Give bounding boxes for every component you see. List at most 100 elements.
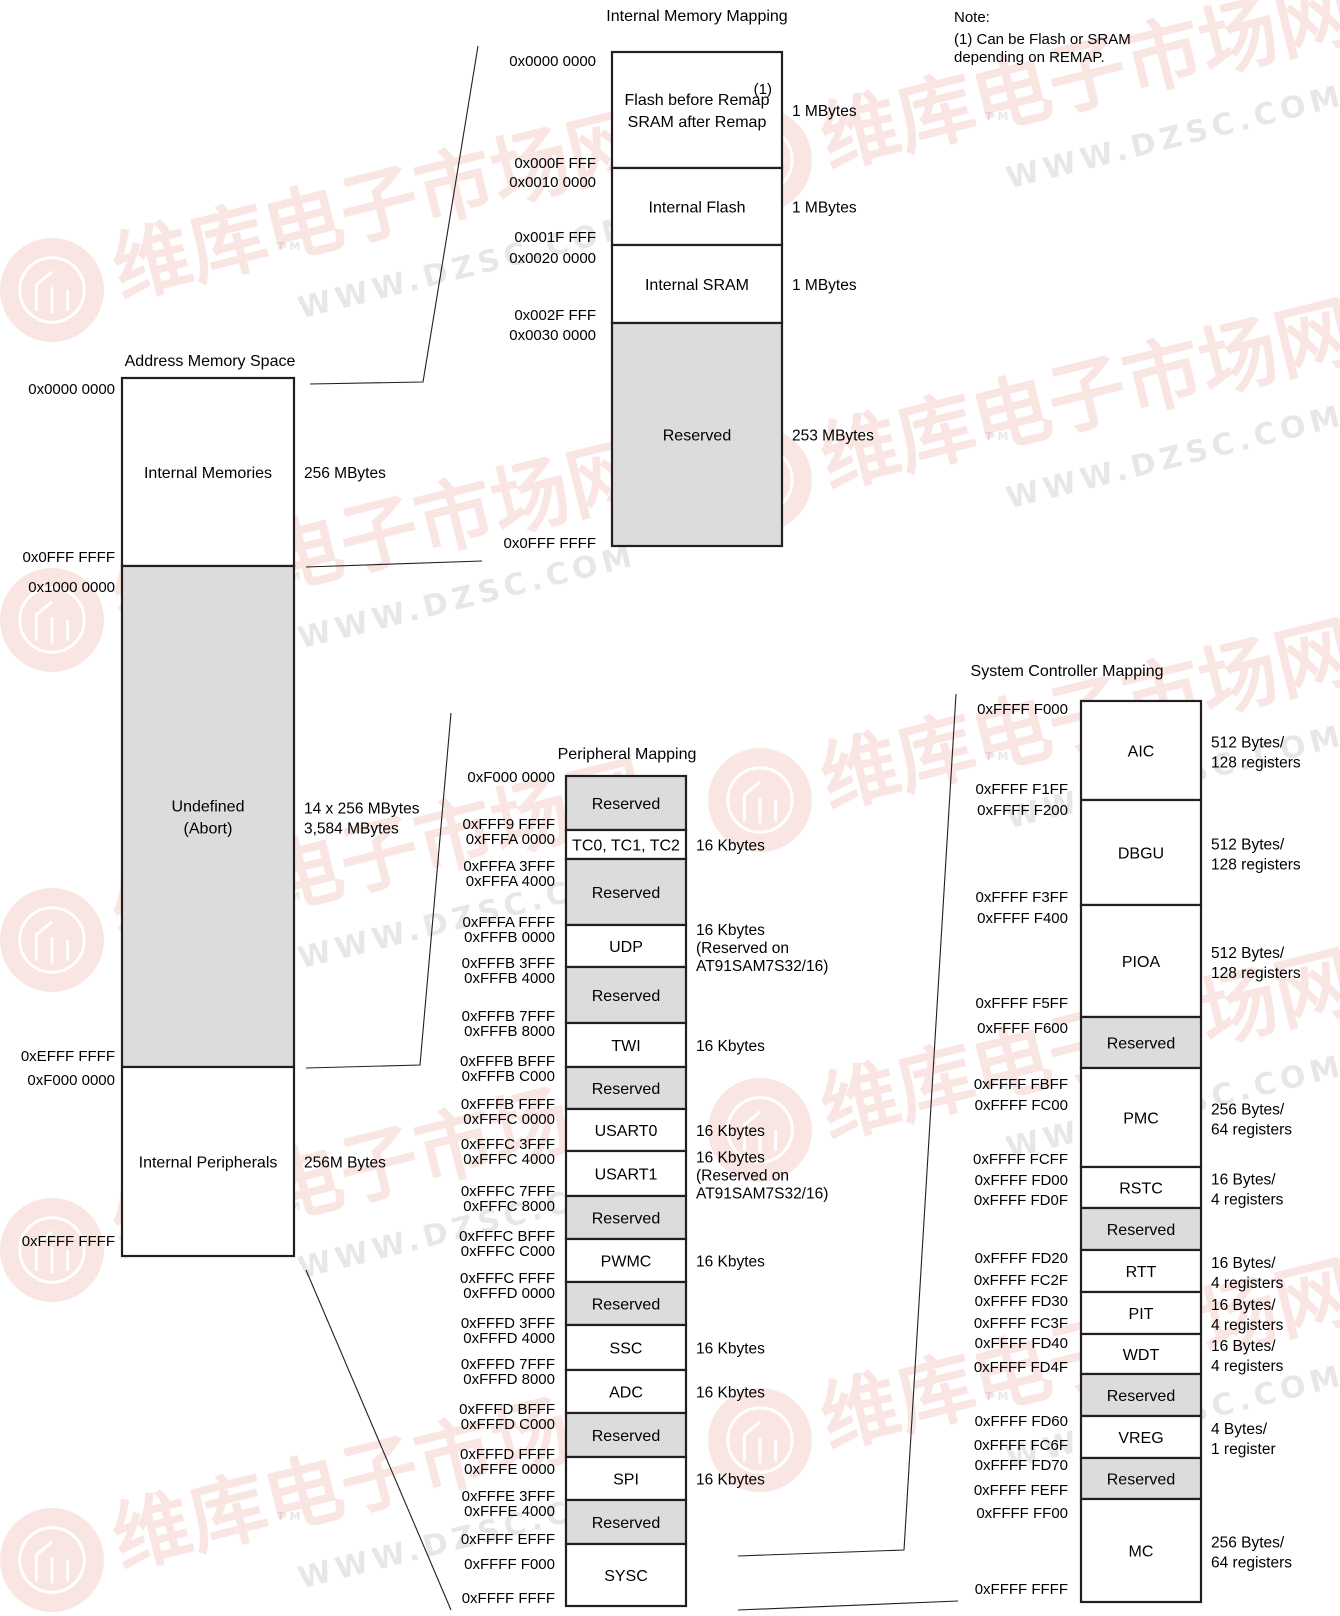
- address-label: 0xFFFC 3FFF: [461, 1136, 555, 1153]
- connector-periph-top: [305, 712, 452, 1069]
- dzsc-logo-icon: [708, 1078, 812, 1182]
- block-label: Undefined: [172, 799, 245, 816]
- block-label: WDT: [1123, 1347, 1160, 1364]
- dzsc-logo-icon: [0, 1198, 104, 1302]
- block-label: Reserved: [663, 428, 731, 445]
- connector-internal-bottom: [305, 560, 483, 568]
- block-label: SSC: [610, 1341, 643, 1358]
- block-size: 16 Kbytes: [696, 1254, 765, 1271]
- internal-memory-block-flash-before-remap: [610, 50, 784, 170]
- block-size: 512 Bytes/: [1211, 945, 1285, 962]
- block-size-3: AT91SAM7S32/16): [696, 958, 828, 975]
- address-label: 0xFFFD 8000: [463, 1371, 555, 1388]
- address-label: 0xFFFA 4000: [466, 873, 555, 890]
- block-size-3: AT91SAM7S32/16): [696, 1186, 828, 1203]
- block-label: Internal Peripherals: [139, 1155, 278, 1172]
- connector-sysc-bottom: [737, 1600, 959, 1611]
- block-label: USART0: [595, 1123, 658, 1140]
- peripheral-block-spi: [564, 1455, 688, 1502]
- address-label: 0xFFFC 7FFF: [461, 1183, 555, 1200]
- block-size-2: (Reserved on: [696, 940, 789, 957]
- block-size: 256 Bytes/: [1211, 1535, 1285, 1552]
- peripheral-block-reserved: [564, 1411, 688, 1459]
- address-label: 0xFFFC C000: [461, 1243, 555, 1260]
- dzsc-logo-icon: [708, 748, 812, 852]
- internal-memory-block-internal-sram: [610, 243, 784, 325]
- block-label: PMC: [1123, 1111, 1159, 1128]
- block-size: 256 Bytes/: [1211, 1102, 1285, 1119]
- block-label: UDP: [609, 939, 643, 956]
- note-heading: Note:: [954, 9, 990, 26]
- watermark-tm: TM: [985, 110, 1013, 123]
- block-size-2: 128 registers: [1211, 965, 1301, 982]
- block-size: 253 MBytes: [792, 428, 874, 445]
- block-label: PWMC: [601, 1254, 652, 1271]
- address-label: 0x1000 0000: [28, 579, 115, 596]
- watermark-tm: TM: [985, 750, 1013, 763]
- block-label: SPI: [613, 1472, 639, 1489]
- address-label: 0xFFFF FFFF: [462, 1590, 555, 1607]
- address-label: 0xFFFC FFFF: [460, 1270, 555, 1287]
- address-label: 0xFFFC BFFF: [459, 1228, 555, 1245]
- address-label: 0xFFFF FD60: [975, 1413, 1068, 1430]
- address-space-block-internal-peripherals: [120, 1065, 296, 1258]
- address-label: 0xFFFA 3FFF: [463, 858, 555, 875]
- block-label: Internal Memories: [144, 465, 272, 482]
- address-label: 0x001F FFF: [514, 229, 596, 246]
- block-size: 4 Bytes/: [1211, 1421, 1268, 1438]
- address-label: 0xFFFF FC6F: [974, 1437, 1068, 1454]
- address-label: 0xFFFF FFFF: [22, 1233, 115, 1250]
- block-label: Reserved: [592, 1081, 660, 1098]
- block-label: RSTC: [1119, 1181, 1163, 1198]
- address-label: 0xFFF9 FFFF: [463, 816, 556, 833]
- peripheral-block-reserved: [564, 774, 688, 832]
- watermark-tm: TM: [277, 240, 305, 253]
- address-label: 0xEFFF FFFF: [21, 1048, 115, 1065]
- block-label: Reserved: [592, 885, 660, 902]
- block-label: ADC: [609, 1385, 643, 1402]
- address-label: 0xFFFB 7FFF: [462, 1008, 555, 1025]
- system-controller-block-rstc: [1079, 1165, 1203, 1210]
- address-label: 0x002F FFF: [514, 307, 596, 324]
- block-label: Internal Flash: [649, 200, 746, 217]
- address-label: 0xFFFF F000: [464, 1556, 555, 1573]
- system-controller-block-pioa: [1079, 903, 1203, 1019]
- block-size: 16 Kbytes: [696, 1472, 765, 1489]
- address-label: 0xFFFF FFFF: [975, 1581, 1068, 1598]
- dzsc-logo-icon: [708, 1388, 812, 1492]
- system-controller-block-reserved: [1079, 1206, 1203, 1252]
- address-label: 0xFFFD 4000: [463, 1330, 555, 1347]
- block-label: Reserved: [592, 988, 660, 1005]
- block-size: 16 Kbytes: [696, 1385, 765, 1402]
- block-size-2: 4 registers: [1211, 1275, 1284, 1292]
- block-size: 16 Bytes/: [1211, 1172, 1276, 1189]
- address-label: 0xFFFF EFFF: [461, 1531, 555, 1548]
- block-label: Flash before Remap: [625, 92, 770, 109]
- block-size: 16 Kbytes: [696, 1123, 765, 1140]
- block-size: 16 Kbytes: [696, 838, 765, 855]
- block-label: Reserved: [1107, 1036, 1175, 1053]
- address-label: 0xFFFF FCFF: [973, 1151, 1068, 1168]
- peripheral-block-reserved: [564, 1498, 688, 1546]
- address-label: 0xFFFC 0000: [463, 1111, 555, 1128]
- peripheral-block-reserved: [564, 1280, 688, 1327]
- connector-internal-top: [309, 45, 479, 385]
- address-label: 0x0000 0000: [28, 381, 115, 398]
- address-space-map: [120, 376, 296, 1258]
- address-label: 0xFFFB FFFF: [461, 1096, 555, 1113]
- block-label: USART1: [595, 1167, 658, 1184]
- address-label: 0xFFFF FD20: [975, 1250, 1068, 1267]
- system-controller-block-reserved: [1079, 1015, 1203, 1070]
- system-controller-block-pmc: [1079, 1066, 1203, 1169]
- block-label: Reserved: [592, 1297, 660, 1314]
- block-label: RTT: [1126, 1264, 1157, 1281]
- system-controller-block-rtt: [1079, 1248, 1203, 1294]
- address-label: 0x0020 0000: [509, 250, 596, 267]
- address-label: 0xFFFF F000: [977, 701, 1068, 718]
- system-controller-block-vreg: [1079, 1414, 1203, 1460]
- block-label: Reserved: [592, 1428, 660, 1445]
- address-label: 0xFFFA FFFF: [463, 914, 556, 931]
- block-label: Reserved: [1107, 1222, 1175, 1239]
- peripheral-block-reserved: [564, 1194, 688, 1241]
